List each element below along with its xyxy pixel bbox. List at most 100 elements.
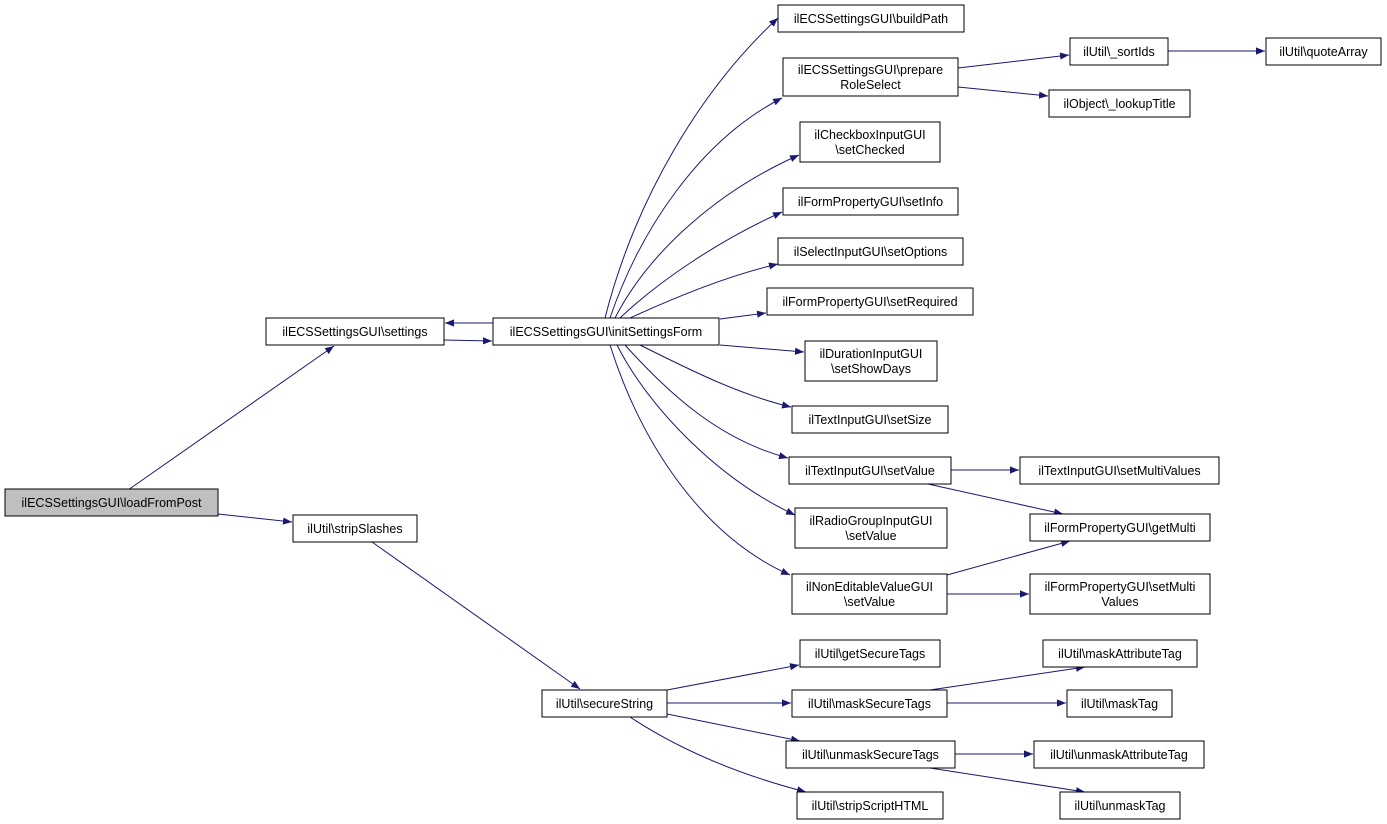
node-label: ilTextInputGUI\setMultiValues [1038,464,1200,478]
node-getSecureTags[interactable]: ilUtil\getSecureTags [799,639,941,668]
node-maskAttributeTag[interactable]: ilUtil\maskAttributeTag [1042,639,1198,668]
node-box[interactable] [1069,37,1169,66]
node-loadFromPost[interactable]: ilECSSettingsGUI\loadFromPost [4,488,219,517]
node-buildPath[interactable]: ilECSSettingsGUI\buildPath [777,4,965,33]
node-label: ilRadioGroupInputGUI [810,514,933,528]
edge-stripSlashes-to-secureString [371,541,581,690]
node-unmaskAttributeTag[interactable]: ilUtil\unmaskAttributeTag [1033,740,1205,769]
node-box[interactable] [804,340,938,382]
node-label: ilFormPropertyGUI\getMulti [1044,521,1195,535]
edge-initSettingsForm-to-setOptions [629,262,779,319]
node-setMultiValuesForm[interactable]: ilFormPropertyGUI\setMultiValues [1029,573,1211,615]
node-box[interactable] [1066,689,1173,718]
node-initSettingsForm[interactable]: ilECSSettingsGUI\initSettingsForm [492,317,720,346]
node-box[interactable] [541,689,668,718]
node-label: ilSelectInputGUI\setOptions [794,245,948,259]
node-box[interactable] [1033,740,1205,769]
node-textSetValue[interactable]: ilTextInputGUI\setValue [788,456,952,485]
edge-unmaskSecureTags-to-unmaskTag [929,767,1086,795]
node-box[interactable] [777,237,964,266]
node-box[interactable] [799,639,941,668]
node-box[interactable] [265,317,445,346]
node-label: ilECSSettingsGUI\settings [282,325,427,339]
node-sortIds[interactable]: ilUtil\_sortIds [1069,37,1169,66]
node-label: ilObject\_lookupTitle [1063,97,1175,111]
edge-initSettingsForm-to-radioSetValue [616,344,796,516]
node-lookupTitle[interactable]: ilObject\_lookupTitle [1048,89,1191,118]
node-secureString[interactable]: ilUtil\secureString [541,689,668,718]
node-settings[interactable]: ilECSSettingsGUI\settings [265,317,445,346]
node-label: ilUtil\stripScriptHTML [812,799,929,813]
node-label: Values [1101,595,1138,609]
node-box[interactable] [4,488,219,517]
node-label: ilFormPropertyGUI\setRequired [782,295,957,309]
node-unmaskSecureTags[interactable]: ilUtil\unmaskSecureTags [785,740,956,769]
edge-maskSecureTags-to-maskAttributeTag [929,664,1086,691]
node-radioSetValue[interactable]: ilRadioGroupInputGUI\setValue [794,507,948,549]
node-stripScriptHTML[interactable]: ilUtil\stripScriptHTML [796,791,944,820]
node-box[interactable] [782,57,959,97]
edge-initSettingsForm-to-setSize [639,344,792,409]
edge-initSettingsForm-to-setRequired [719,310,767,320]
node-setMultiValues[interactable]: ilTextInputGUI\setMultiValues [1019,456,1220,485]
node-box[interactable] [791,405,949,434]
edge-secureString-to-unmaskSecureTags [666,713,801,743]
edge-initSettingsForm-to-setInfo [619,211,783,319]
node-checkboxSetChecked[interactable]: ilCheckboxInputGUI\setChecked [799,121,941,163]
node-box[interactable] [794,507,948,549]
node-label: ilECSSettingsGUI\loadFromPost [22,496,202,510]
node-box[interactable] [785,740,956,769]
node-box[interactable] [1042,639,1198,668]
node-label: ilFormPropertyGUI\setInfo [798,195,943,209]
node-box[interactable] [799,121,941,163]
node-box[interactable] [1265,37,1382,66]
node-box[interactable] [1029,573,1211,615]
nodes-layer: ilECSSettingsGUI\loadFromPost ilECSSettin… [4,4,1382,820]
node-maskTag[interactable]: ilUtil\maskTag [1066,689,1173,718]
node-box[interactable] [766,287,974,316]
node-setShowDays[interactable]: ilDurationInputGUI\setShowDays [804,340,938,382]
node-label: ilUtil\quoteArray [1279,45,1368,59]
node-quoteArray[interactable]: ilUtil\quoteArray [1265,37,1382,66]
node-stripSlashes[interactable]: ilUtil\stripSlashes [292,514,418,543]
node-label: ilUtil\unmaskAttributeTag [1050,748,1188,762]
node-label: ilUtil\unmaskSecureTags [802,748,939,762]
node-maskSecureTags[interactable]: ilUtil\maskSecureTags [791,689,948,718]
node-box[interactable] [492,317,720,346]
node-box[interactable] [1059,791,1181,820]
node-box[interactable] [1048,89,1191,118]
node-label: ilDurationInputGUI [820,347,923,361]
node-label: ilUtil\maskTag [1081,697,1158,711]
edge-initSettingsForm-to-prepareRoleSelect [609,97,783,319]
edge-initSettingsForm-to-textSetValue [624,344,789,460]
edge-nonEditSetValue-to-getMulti [946,539,1071,576]
node-box[interactable] [782,187,959,216]
edge-loadFromPost-to-settings [127,345,335,491]
node-setOptions[interactable]: ilSelectInputGUI\setOptions [777,237,964,266]
node-label: ilUtil\stripSlashes [307,522,402,536]
node-box[interactable] [1019,456,1220,485]
edge-initSettingsForm-to-nonEditSetValue [609,344,791,576]
edge-secureString-to-getSecureTags [666,663,800,691]
node-box[interactable] [777,4,965,33]
node-label: RoleSelect [840,78,901,92]
node-box[interactable] [796,791,944,820]
node-unmaskTag[interactable]: ilUtil\unmaskTag [1059,791,1181,820]
node-label: ilUtil\maskSecureTags [808,697,931,711]
node-label: ilCheckboxInputGUI [814,128,925,142]
node-setSize[interactable]: ilTextInputGUI\setSize [791,405,949,434]
edge-initSettingsForm-to-buildPath [604,17,779,319]
node-setInfo[interactable]: ilFormPropertyGUI\setInfo [782,187,959,216]
edge-initSettingsForm-to-setShowDays [719,344,805,355]
node-nonEditSetValue[interactable]: ilNonEditableValueGUI\setValue [791,573,948,615]
node-box[interactable] [791,689,948,718]
node-getMulti[interactable]: ilFormPropertyGUI\getMulti [1029,513,1211,542]
node-box[interactable] [788,456,952,485]
node-setRequired[interactable]: ilFormPropertyGUI\setRequired [766,287,974,316]
node-box[interactable] [292,514,418,543]
edge-initSettingsForm-to-checkboxSetChecked [614,154,800,319]
node-box[interactable] [1029,513,1211,542]
node-label: ilNonEditableValueGUI [806,580,933,594]
node-box[interactable] [791,573,948,615]
